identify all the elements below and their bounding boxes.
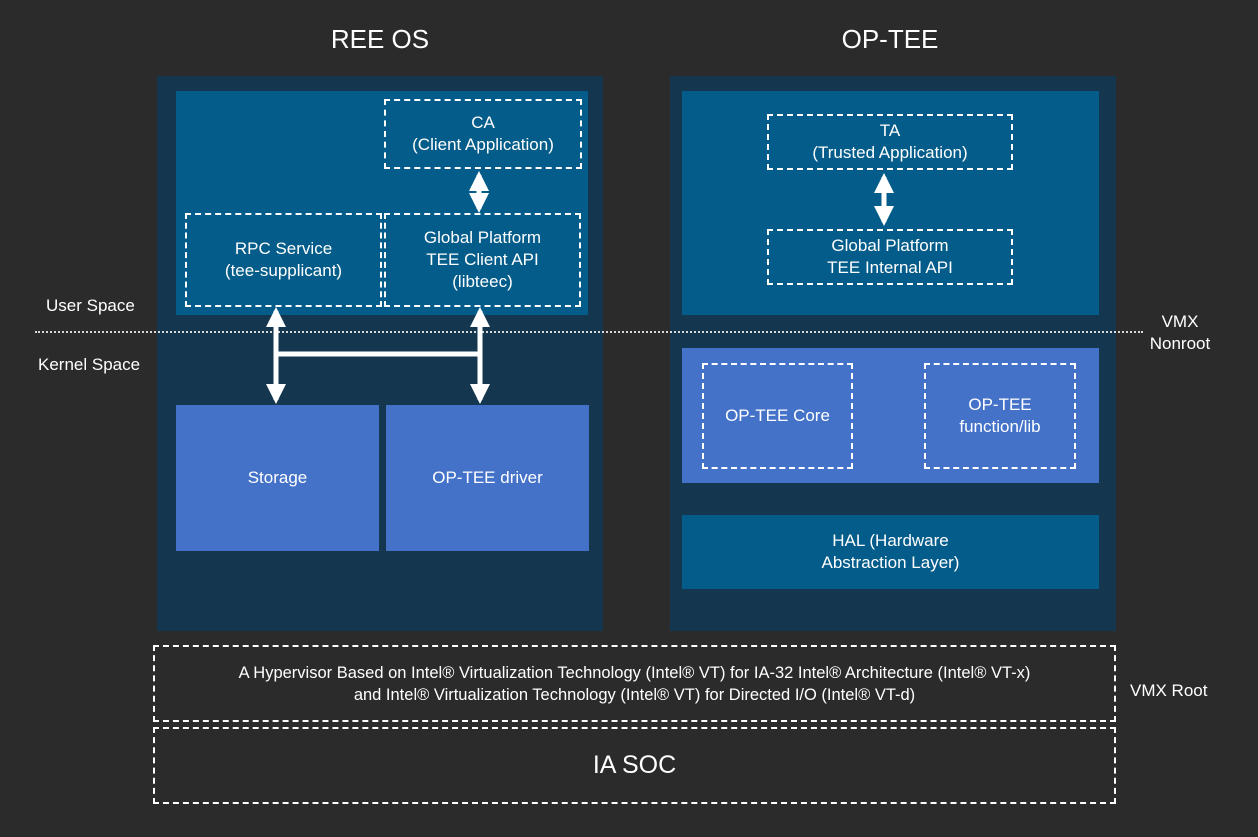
vmx-nonroot-label-2: Nonroot (1149, 334, 1211, 353)
ree-os-title: REE OS (330, 24, 430, 54)
user-kernel-separator (35, 331, 1143, 333)
client-application-box: CA (Client Application) (384, 99, 582, 169)
trusted-application-box: TA (Trusted Application) (767, 114, 1013, 170)
ta-label: TA (879, 121, 901, 140)
gp-internal-label-2: TEE Internal API (827, 258, 953, 277)
op-tee-core-label: OP-TEE Core (725, 406, 830, 425)
gp-client-label-1: Global Platform (423, 228, 542, 247)
gp-internal-label-1: Global Platform (831, 236, 949, 255)
op-tee-func-label-1: OP-TEE (968, 395, 1032, 414)
hal-block: HAL (Hardware Abstraction Layer) (682, 515, 1099, 589)
op-tee-driver-block: OP-TEE driver (386, 405, 589, 551)
storage-label: Storage (247, 468, 308, 487)
tee-client-api-box: Global Platform TEE Client API (libteec) (384, 213, 581, 307)
tee-kernel-block (682, 348, 1099, 483)
ree-user-space-block (176, 91, 588, 315)
op-tee-function-lib-box: OP-TEE function/lib (924, 363, 1076, 469)
hypervisor-box: A Hypervisor Based on Intel® Virtualizat… (153, 645, 1116, 722)
vmx-nonroot-label: VMX Nonroot (1135, 311, 1225, 355)
vmx-root-label: VMX Root (1130, 681, 1208, 700)
rpc-service-label: RPC Service (234, 239, 333, 258)
hypervisor-line-2: and Intel® Virtualization Technology (In… (353, 685, 916, 704)
hal-label-1: HAL (Hardware (832, 531, 949, 550)
tee-internal-api-box: Global Platform TEE Internal API (767, 229, 1013, 285)
hypervisor-line-1: A Hypervisor Based on Intel® Virtualizat… (238, 663, 1031, 682)
hal-label-2: Abstraction Layer) (821, 553, 960, 572)
op-tee-driver-label: OP-TEE driver (432, 468, 543, 487)
user-space-label: User Space (46, 296, 135, 315)
op-tee-func-label-2: function/lib (959, 417, 1041, 436)
rpc-service-box: RPC Service (tee-supplicant) (185, 213, 382, 307)
tee-supplicant-label: (tee-supplicant) (224, 261, 343, 280)
vmx-nonroot-label-1: VMX (1161, 312, 1199, 331)
ta-sublabel: (Trusted Application) (812, 143, 968, 162)
gp-client-label-2: TEE Client API (426, 250, 539, 269)
gp-client-label-3: (libteec) (452, 272, 513, 291)
ca-sublabel: (Client Application) (412, 135, 554, 154)
op-tee-core-box: OP-TEE Core (702, 363, 853, 469)
kernel-space-label: Kernel Space (38, 355, 141, 374)
op-tee-title: OP-TEE (841, 24, 939, 54)
ca-label: CA (471, 113, 495, 132)
ia-soc-label: IA SOC (592, 751, 677, 779)
storage-block: Storage (176, 405, 379, 551)
ia-soc-box: IA SOC (153, 727, 1116, 804)
